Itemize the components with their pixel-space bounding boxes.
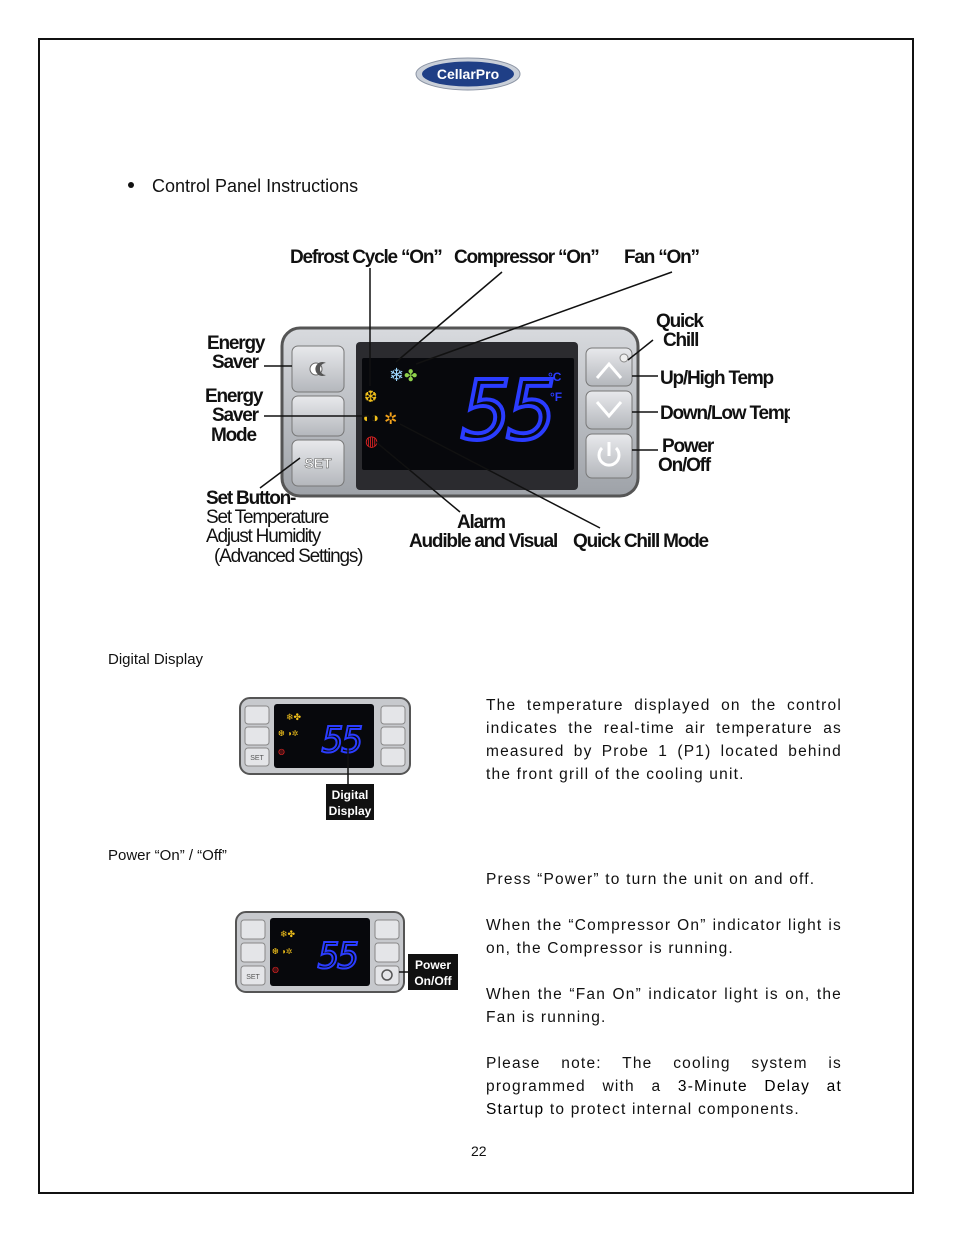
energy-saver-mode-icon: ◐◑ — [363, 410, 379, 425]
svg-text:◍: ◍ — [272, 965, 279, 974]
display-screen — [362, 358, 574, 470]
alarm-label-2: Audible and Visual — [409, 531, 557, 552]
power-callout-2: On/Off — [414, 974, 452, 988]
quick-chill-label-1: Quick — [656, 311, 704, 332]
defrost-indicator-icon: ❆ — [364, 389, 377, 406]
esm-label-2: Saver — [212, 405, 260, 426]
up-high-label: Up/High Temp — [660, 368, 774, 389]
svg-text:❄✤: ❄✤ — [280, 929, 296, 939]
energy-saver-label-2: Saver — [212, 352, 260, 373]
quick-chill-mode-icon: ✲ — [384, 411, 397, 428]
esm-label-1: Energy — [205, 386, 264, 407]
svg-text:❆ ◑✲: ❆ ◑✲ — [278, 729, 299, 738]
down-button[interactable] — [585, 390, 633, 430]
fan-label: Fan “On” — [624, 247, 700, 268]
svg-text:55: 55 — [322, 720, 362, 761]
energy-saver-label-1: Energy — [207, 333, 266, 354]
compressor-indicator-icon: ❄ — [389, 365, 404, 385]
logo-text: CellarPro — [437, 66, 499, 82]
quick-chill-mode-label: Quick Chill Mode — [573, 531, 709, 552]
svg-text:❆ ◑✲: ❆ ◑✲ — [272, 947, 293, 956]
digital-display-thumbnail: SET ❄✤ ❆ ◑✲ ◍ 55 Digital Display — [239, 697, 411, 820]
svg-text:SET: SET — [246, 974, 260, 981]
cellarpro-logo: CellarPro — [415, 57, 521, 91]
power-paragraphs: Press “Power” to turn the unit on and of… — [486, 868, 842, 1121]
digital-display-heading: Digital Display — [108, 651, 204, 668]
power-p1: Press “Power” to turn the unit on and of… — [486, 871, 816, 888]
svg-text:SET: SET — [250, 755, 264, 762]
page-number: 22 — [471, 1143, 487, 1159]
up-button[interactable] — [585, 347, 633, 387]
digital-callout-1: Digital — [332, 788, 369, 802]
fahrenheit-unit: °F — [550, 390, 562, 404]
power-callout-1: Power — [415, 958, 451, 972]
quick-chill-label-2: Chill — [663, 330, 698, 351]
temperature-digits: 55 — [462, 364, 553, 459]
down-low-label: Down/Low Temp — [660, 403, 790, 424]
power-p4: Please note: The cooling system is progr… — [486, 1055, 842, 1118]
defrost-label: Defrost Cycle “On” — [290, 247, 442, 268]
svg-text:◍: ◍ — [278, 747, 285, 756]
quick-chill-icon — [619, 353, 629, 363]
esm-label-3: Mode — [211, 425, 256, 446]
startup-delay-emphasis: 3-Minute Delay at Startup — [486, 1078, 842, 1118]
compressor-label: Compressor “On” — [454, 247, 599, 268]
celsius-unit: °C — [548, 370, 562, 384]
energy-saver-button[interactable] — [291, 345, 345, 393]
power-p3: When the “Fan On” indicator light is on,… — [486, 986, 842, 1026]
set-label-line3: (Advanced Settings) — [214, 546, 363, 567]
digital-callout-2: Display — [329, 804, 372, 818]
alarm-indicator-icon: ◍ — [365, 433, 378, 450]
set-button[interactable]: SET — [291, 439, 345, 487]
power-label-1: Power — [662, 436, 715, 457]
set-label-title: Set Button- — [206, 488, 296, 509]
moon-icon — [315, 362, 326, 376]
control-panel-diagram: SET ❄ ✤ ❆ ◐◑ ✲ ◍ 55 °C °F Defro — [205, 247, 790, 567]
digital-display-paragraph: The temperature displayed on the control… — [486, 697, 842, 783]
power-p2: When the “Compressor On” indicator light… — [486, 917, 842, 957]
page-border — [38, 38, 914, 1194]
bullet-item: Control Panel Instructions — [128, 176, 358, 197]
set-label-line2: Adjust Humidity — [206, 526, 322, 547]
power-icon — [597, 446, 621, 467]
set-label-line1: Set Temperature — [206, 507, 329, 528]
bullet-dot — [128, 182, 134, 189]
svg-text:SET: SET — [304, 455, 332, 471]
fan-indicator-icon: ✤ — [404, 368, 417, 385]
power-label-2: On/Off — [658, 455, 712, 476]
svg-text:❄✤: ❄✤ — [286, 712, 302, 722]
power-button[interactable] — [585, 433, 633, 479]
bullet-text: Control Panel Instructions — [152, 176, 359, 196]
power-heading: Power “On” / “Off” — [108, 847, 227, 864]
power-thumbnail: SET ❄✤ ❆ ◑✲ ◍ 55 Power On/Off — [235, 911, 458, 993]
alarm-label-1: Alarm — [457, 512, 505, 533]
svg-text:55: 55 — [318, 936, 358, 977]
